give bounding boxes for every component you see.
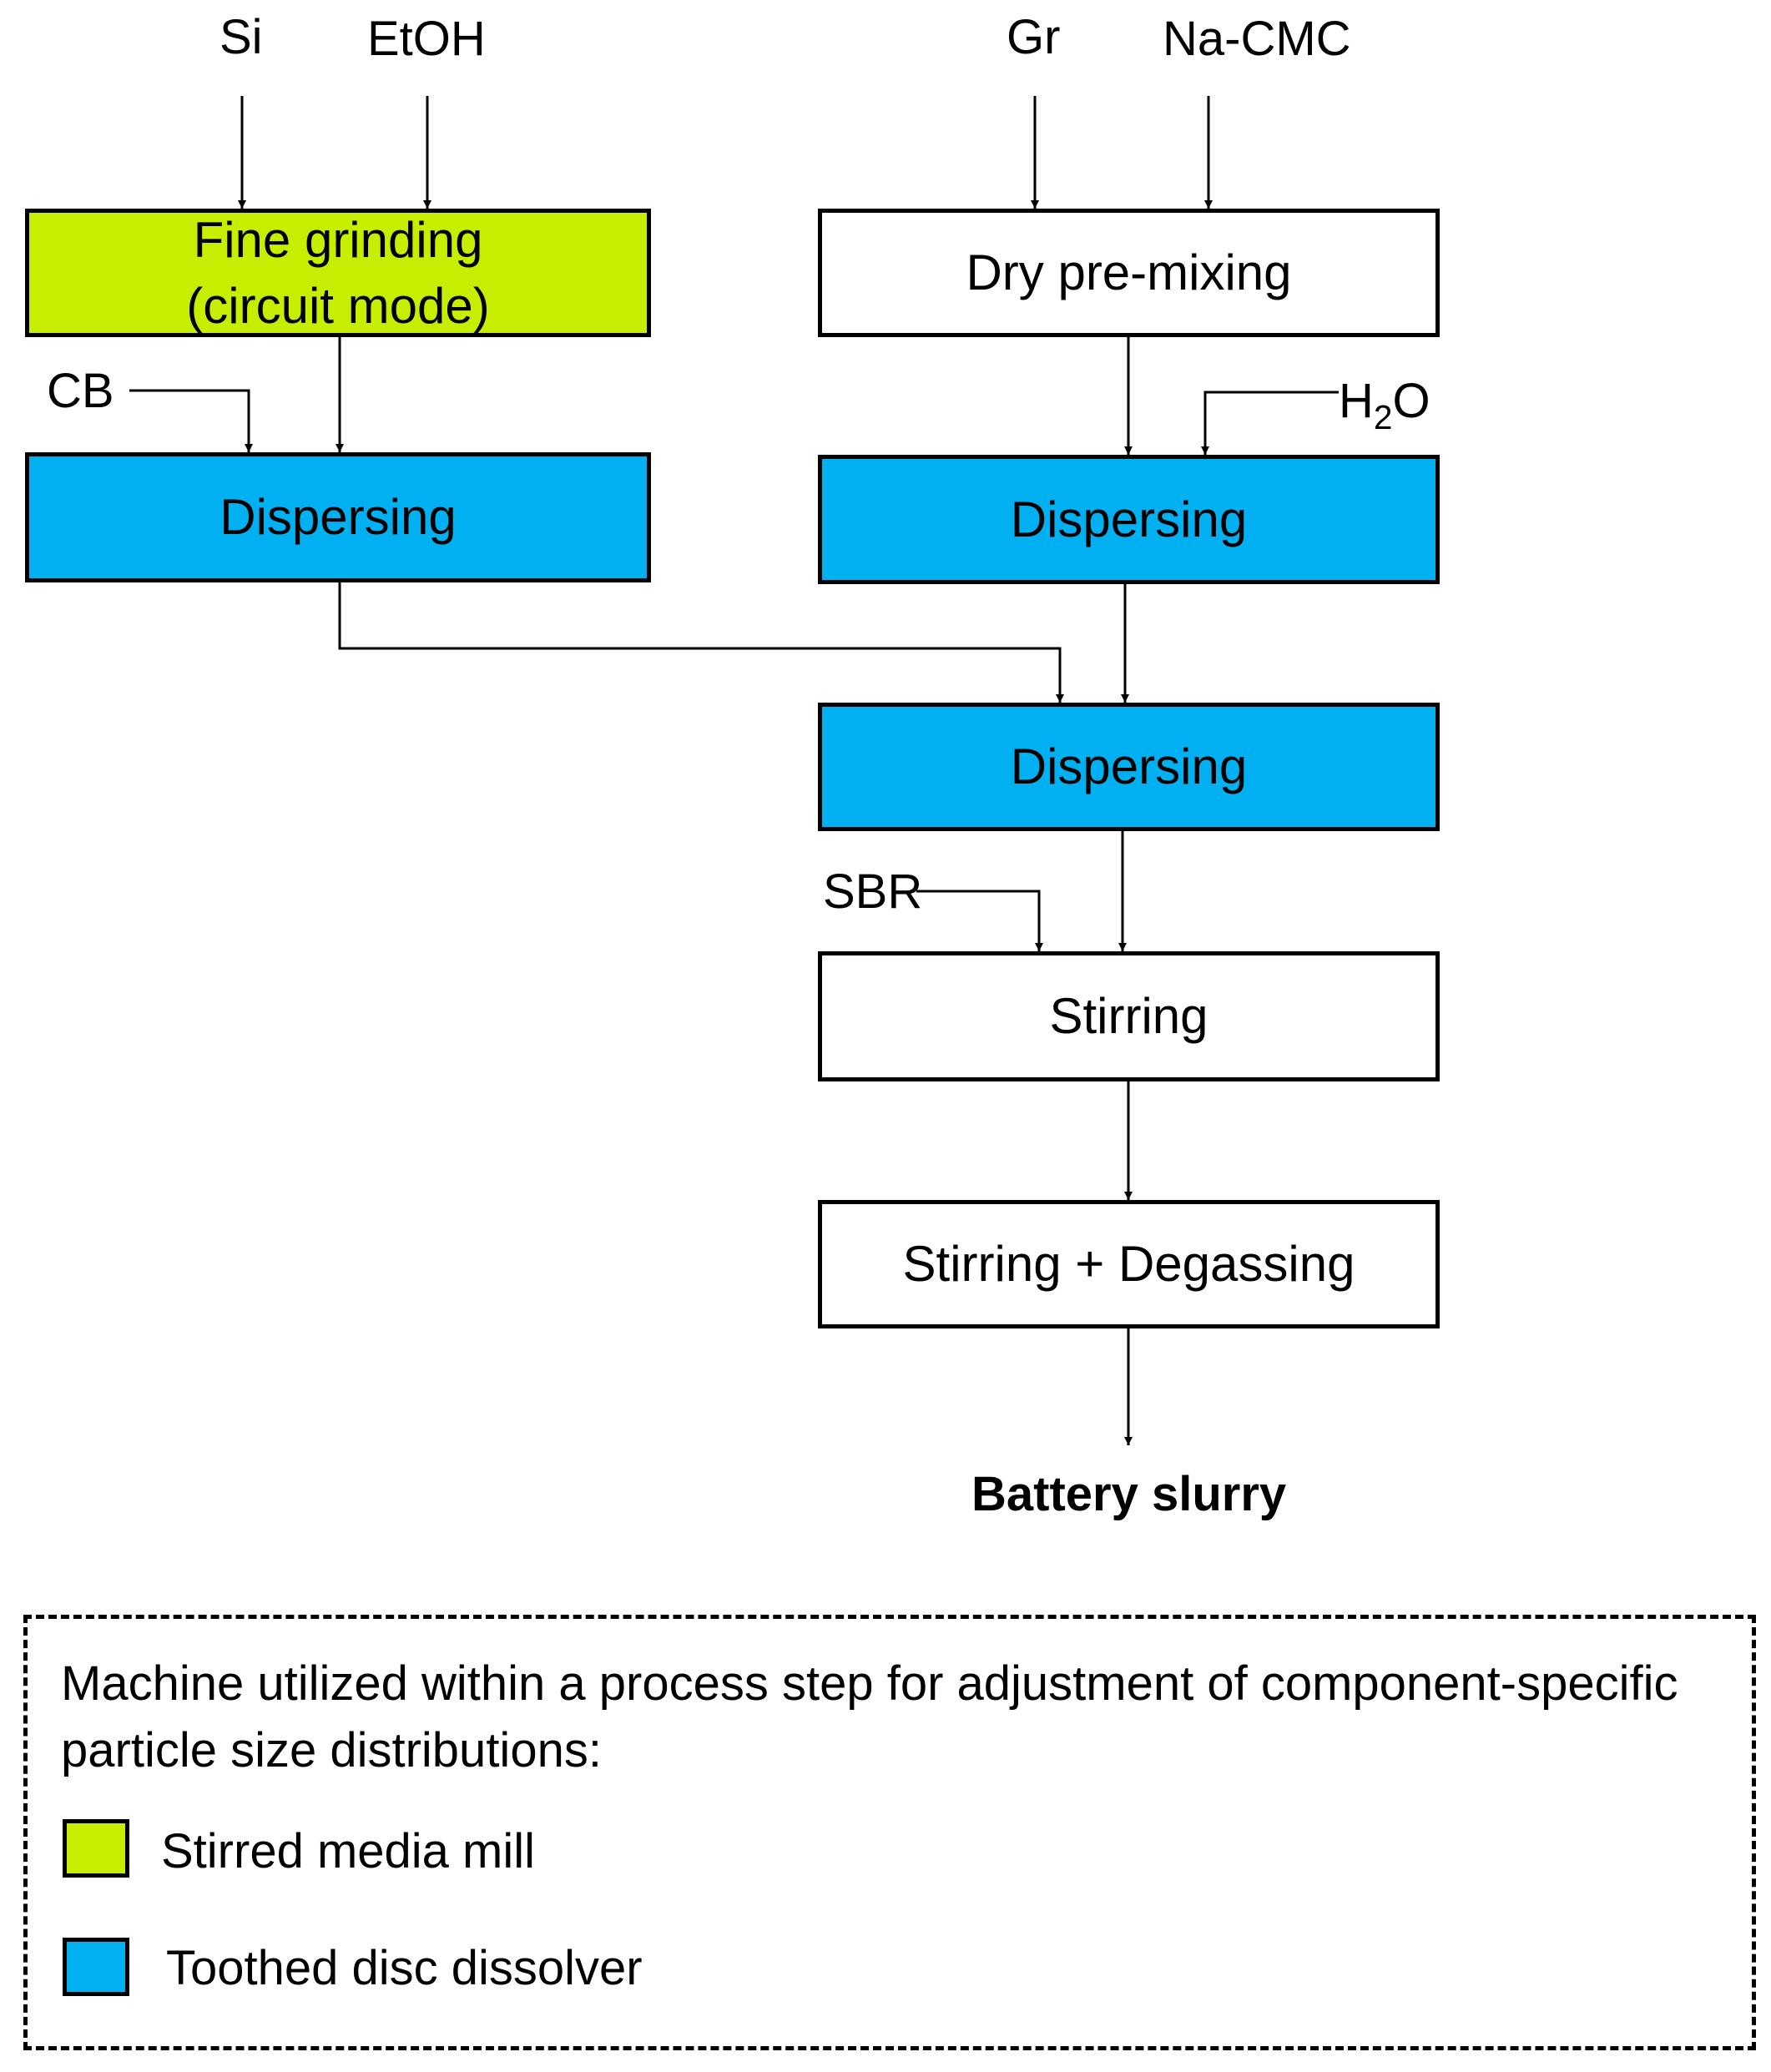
input-label-gr: Gr xyxy=(1007,10,1061,64)
step-stirring-label: Stirring xyxy=(1049,988,1208,1045)
step-dry-premixing: Dry pre-mixing xyxy=(818,209,1440,337)
input-label-cb: CB xyxy=(47,364,114,418)
step-dispersing-combined-label: Dispersing xyxy=(1010,739,1248,795)
legend-description: Machine utilized within a process step f… xyxy=(61,1656,1678,1777)
water-symbol-tail: O xyxy=(1392,374,1430,428)
step-fine-grinding-line2: (circuit mode) xyxy=(186,278,490,334)
water-symbol-base: H xyxy=(1339,374,1374,428)
arrow-water-to-dispersing xyxy=(1201,391,1339,455)
step-stirring: Stirring xyxy=(818,951,1440,1081)
input-label-na-cmc: Na-CMC xyxy=(1163,12,1351,66)
water-symbol-subscript: 2 xyxy=(1373,398,1393,437)
legend-swatch-stirred-media-mill xyxy=(63,1819,129,1878)
step-dispersing-left: Dispersing xyxy=(25,452,651,582)
input-label-etoh: EtOH xyxy=(367,12,486,66)
input-label-sbr: SBR xyxy=(823,865,923,919)
step-dispersing-left-label: Dispersing xyxy=(219,489,457,546)
output-label-battery-slurry: Battery slurry xyxy=(971,1467,1287,1521)
step-stirring-degassing-label: Stirring + Degassing xyxy=(902,1236,1355,1293)
step-fine-grinding-line1: Fine grinding xyxy=(193,211,483,268)
step-dry-premixing-label: Dry pre-mixing xyxy=(966,245,1292,301)
legend-box: Machine utilized within a process step f… xyxy=(23,1615,1756,2050)
legend-label-toothed-disc-dissolver: Toothed disc dissolver xyxy=(166,1941,643,1995)
step-dispersing-right-label: Dispersing xyxy=(1010,491,1248,547)
legend-swatch-toothed-disc-dissolver xyxy=(63,1938,129,1996)
step-fine-grinding: Fine grinding (circuit mode) xyxy=(25,209,651,337)
arrow-sbr-to-stirring xyxy=(916,890,1043,951)
input-label-water: H2O xyxy=(1339,374,1430,435)
step-stirring-degassing: Stirring + Degassing xyxy=(818,1200,1440,1328)
arrow-cb-to-dispersing xyxy=(129,389,253,452)
legend-label-stirred-media-mill: Stirred media mill xyxy=(161,1824,535,1878)
input-label-si: Si xyxy=(219,10,263,64)
arrow-left-dispersing-to-combined xyxy=(338,582,1064,703)
step-dispersing-right: Dispersing xyxy=(818,455,1440,584)
step-dispersing-combined: Dispersing xyxy=(818,703,1440,831)
